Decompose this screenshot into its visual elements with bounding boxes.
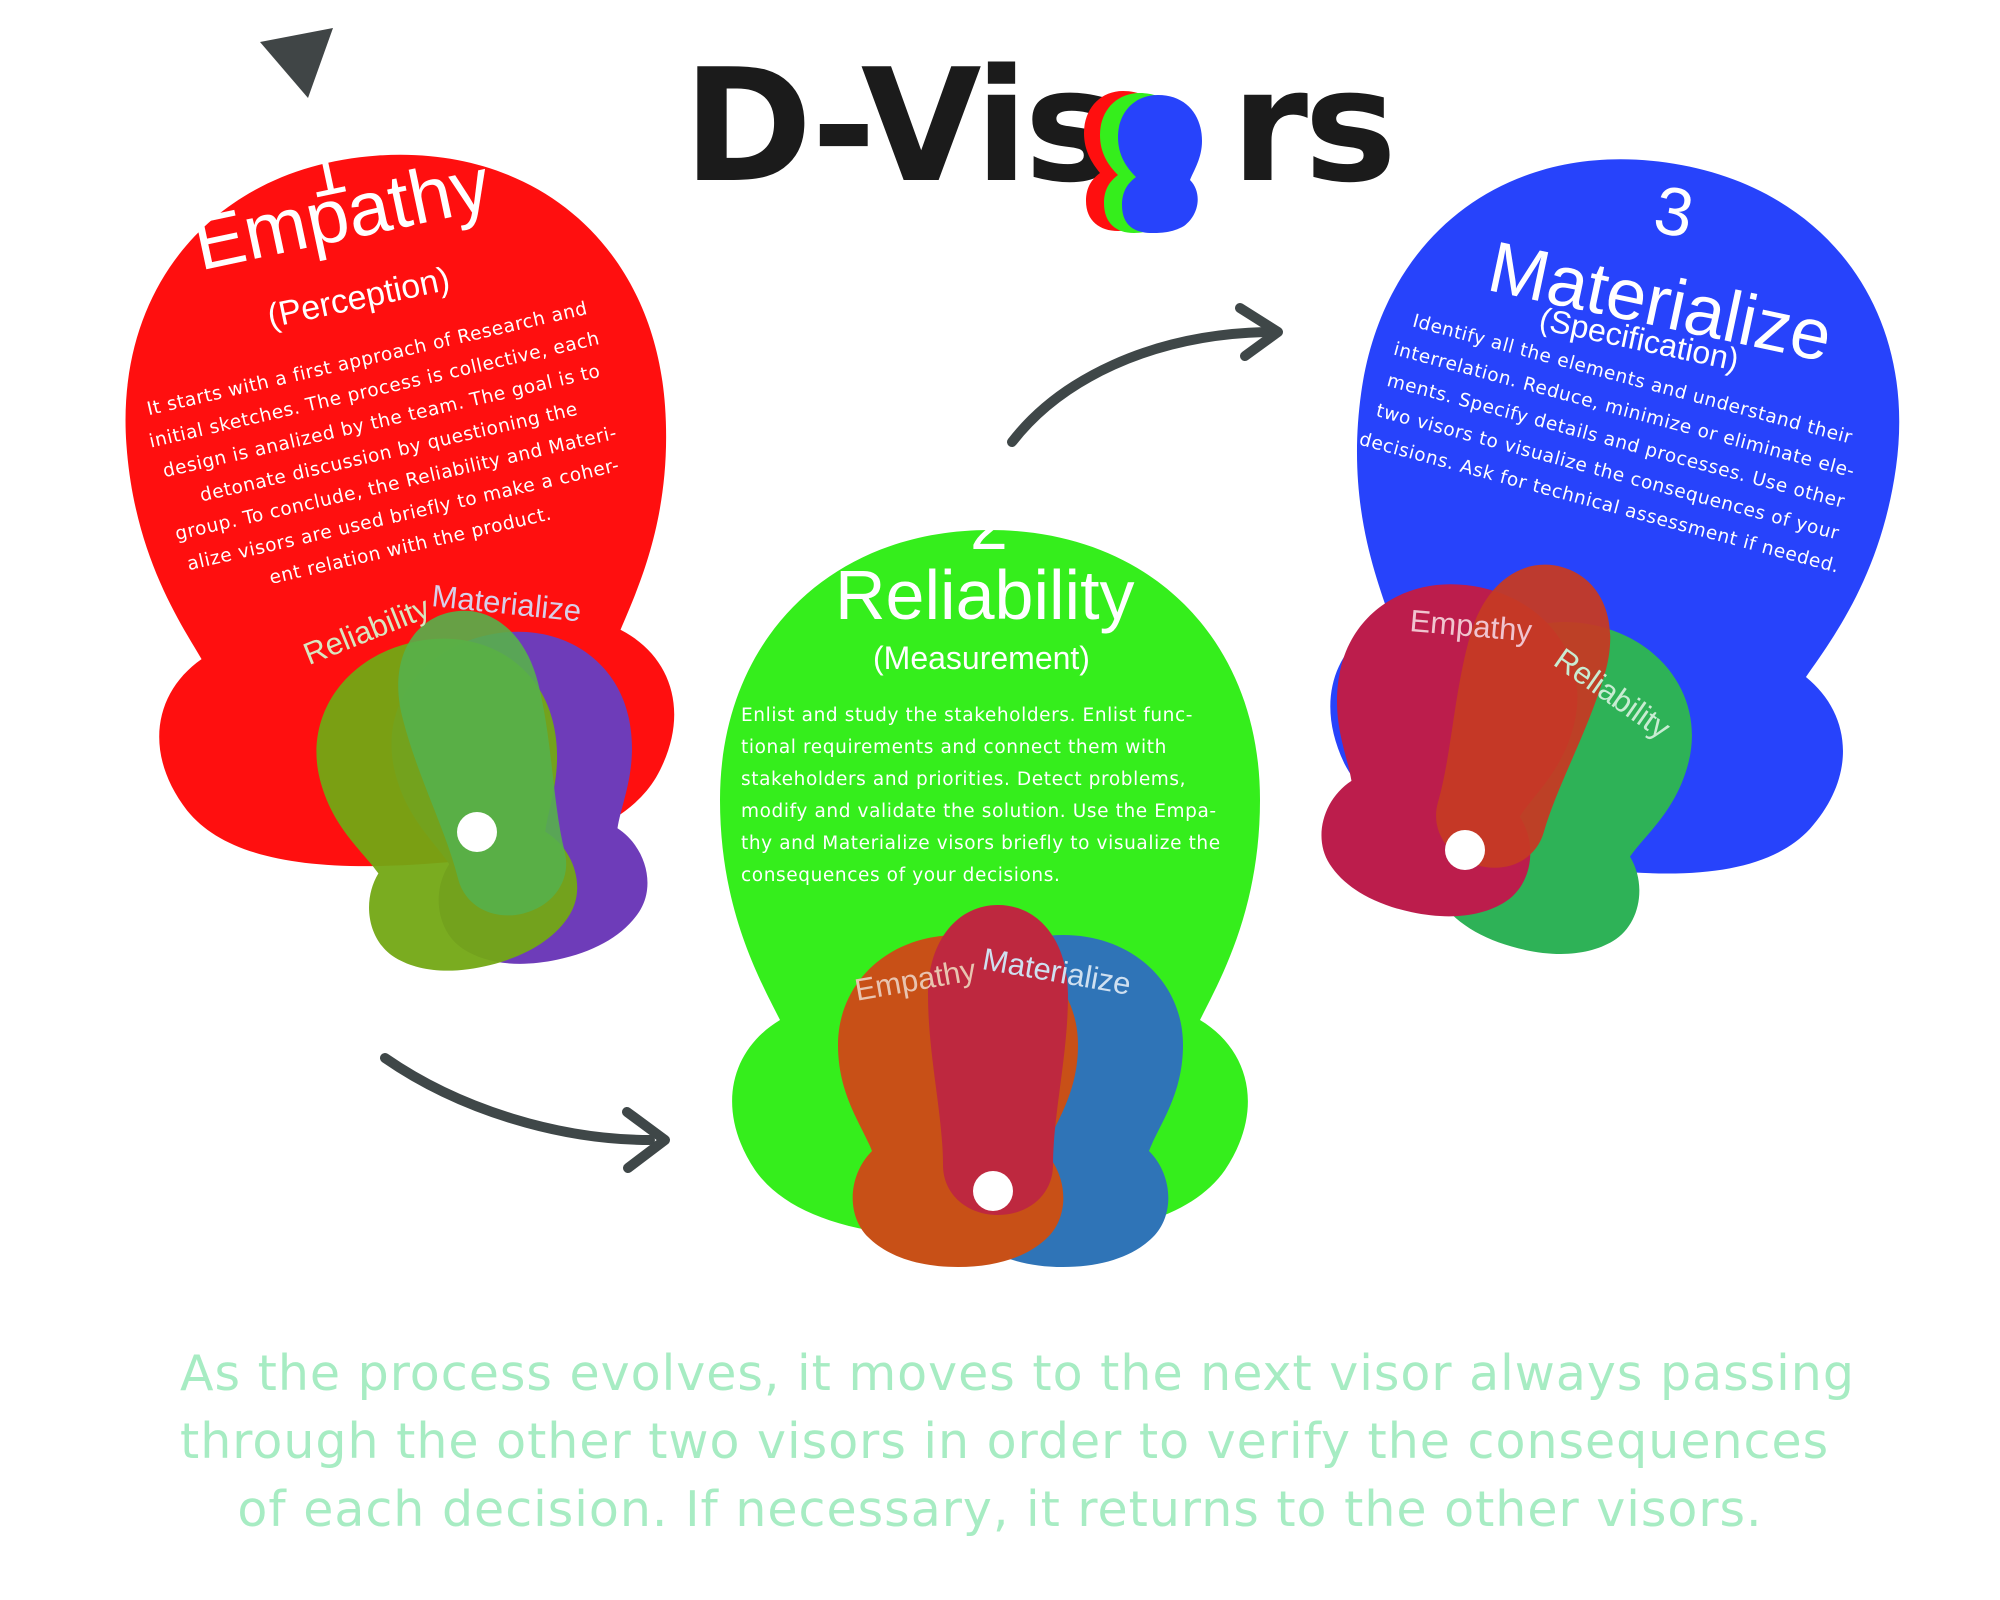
visor-2-fan — [838, 905, 1183, 1267]
visor-2-body: Enlist and study the stakeholders. Enlis… — [741, 705, 1221, 886]
visor-2-number: 2 — [970, 488, 1008, 564]
visor-1-hole — [457, 812, 497, 852]
logo-prefix: D-Vis — [683, 35, 1117, 217]
arrow-icon — [380, 1053, 670, 1173]
visor-3-hole — [1445, 830, 1485, 870]
visor-2-subtitle: (Measurement) — [873, 640, 1090, 676]
visor-3-fan — [1294, 547, 1716, 978]
visor-2-title: Reliability — [835, 556, 1135, 634]
play-icon — [260, 28, 333, 98]
visor-1-fan — [293, 595, 675, 995]
arrow-icon — [1007, 303, 1283, 447]
visor-2-hole — [973, 1171, 1013, 1211]
logo-suffix: rs — [1231, 35, 1397, 217]
visor-logo-icon — [1084, 91, 1202, 233]
footer-caption: As the process evolves, it moves to the … — [180, 1345, 1855, 1538]
